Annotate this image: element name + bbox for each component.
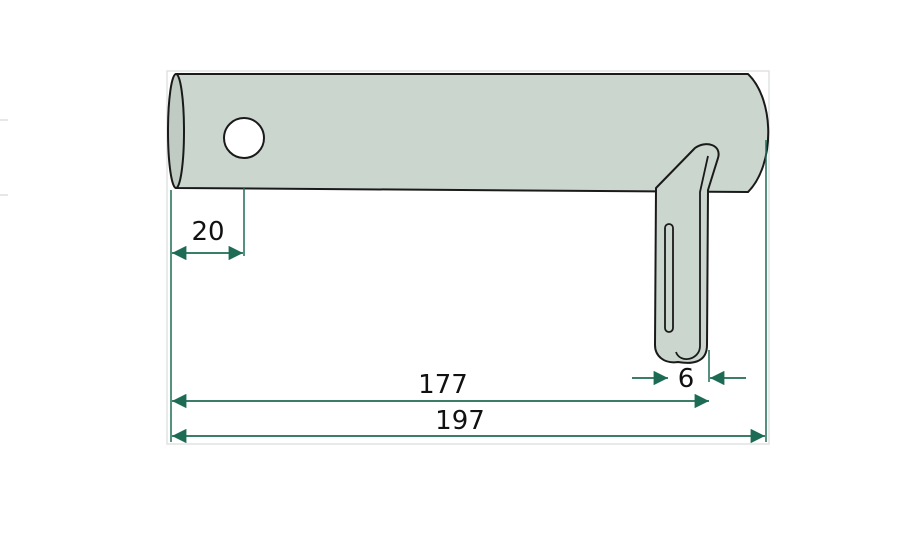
pin-end-face xyxy=(167,73,185,189)
dimension-overall-length: 197 xyxy=(171,406,765,444)
cross-hole xyxy=(223,117,265,159)
pin-tab-front-face xyxy=(675,155,709,360)
dimension-inner-length: 177 xyxy=(171,370,709,409)
dimension-label-overall-length: 197 xyxy=(435,406,485,436)
dimension-hole-offset: 20 xyxy=(171,217,244,261)
dimension-label-inner-length: 177 xyxy=(418,370,468,400)
dimension-label-tab-width: 6 xyxy=(678,364,695,394)
pin-body xyxy=(175,73,770,193)
pin-part xyxy=(167,73,770,364)
tab-slot xyxy=(664,223,674,333)
extension-lines xyxy=(170,140,767,442)
dimension-label-hole-offset: 20 xyxy=(191,217,224,247)
dimension-tab-width: 6 xyxy=(632,364,746,394)
drawing-frame xyxy=(166,70,770,445)
